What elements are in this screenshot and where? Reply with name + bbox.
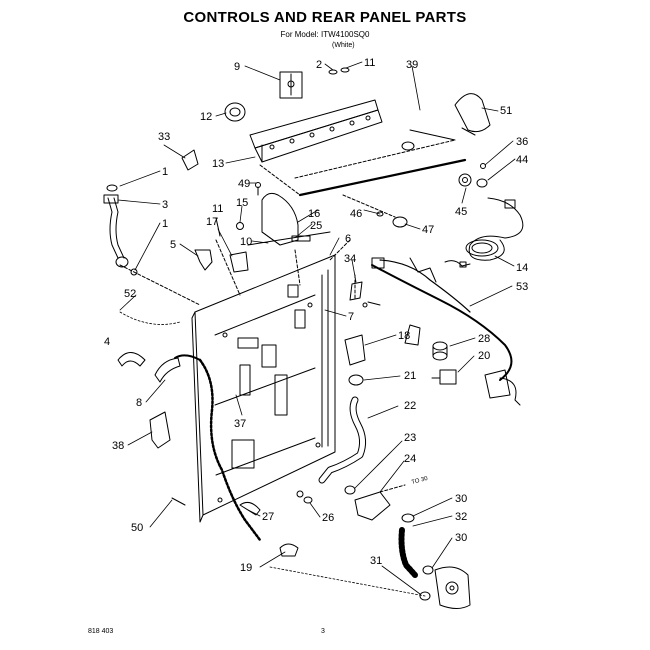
- callout-31: 31: [370, 555, 382, 567]
- clip-part: [194, 249, 213, 271]
- callout-45: 45: [455, 206, 467, 218]
- callout-16: 16: [308, 208, 320, 220]
- callout-1b: 1: [162, 218, 168, 230]
- screw-part: [171, 497, 186, 506]
- page-title: CONTROLS AND REAR PANEL PARTS: [183, 9, 467, 26]
- hose-fitting-part: [279, 543, 299, 557]
- water-hose-part: [198, 358, 262, 542]
- washer-part: [303, 496, 313, 504]
- callout-38: 38: [112, 440, 124, 452]
- callout-19: 19: [240, 562, 252, 574]
- bracket-part: [149, 411, 171, 449]
- clip-part: [181, 149, 199, 171]
- callout-49: 49: [238, 178, 250, 190]
- callout-28: 28: [478, 333, 490, 345]
- callout-1: 1: [162, 166, 168, 178]
- screw-part: [296, 490, 304, 498]
- callout-46: 46: [350, 208, 362, 220]
- callout-30b: 30: [455, 532, 467, 544]
- callout-33: 33: [158, 131, 170, 143]
- screw-part: [480, 163, 486, 169]
- pump-part: [431, 369, 457, 385]
- wire-harness-part: [371, 257, 521, 406]
- callout-22: 22: [404, 400, 416, 412]
- power-cord-part: [465, 197, 524, 261]
- capacitor-part: [432, 341, 448, 361]
- callout-37: 37: [234, 418, 246, 430]
- callout-20: 20: [478, 350, 490, 362]
- inlet-hose-part: [103, 184, 138, 276]
- clip-part: [117, 352, 146, 367]
- hose-end-part: [154, 357, 181, 383]
- bracket-part: [354, 491, 391, 521]
- callout-52: 52: [124, 288, 136, 300]
- callout-23: 23: [404, 432, 416, 444]
- callout-10: 10: [240, 236, 252, 248]
- knob-part: [224, 102, 246, 122]
- callout-39: 39: [406, 59, 418, 71]
- callout-4: 4: [104, 336, 110, 348]
- callout-30: 30: [455, 493, 467, 505]
- callout-11b: 11: [212, 203, 223, 215]
- clamp-part: [476, 178, 488, 188]
- bracket-part: [279, 71, 303, 99]
- bracket-part: [349, 281, 381, 308]
- washer-part: [401, 513, 415, 523]
- clamp-part: [422, 565, 434, 575]
- callout-11: 11: [364, 57, 375, 69]
- switch-part: [344, 334, 366, 366]
- callout-8: 8: [136, 397, 142, 409]
- clamp-part: [348, 374, 364, 386]
- callout-27: 27: [262, 511, 274, 523]
- color-line: (White): [332, 42, 355, 49]
- clamp-part: [419, 591, 431, 601]
- callout-17: 17: [206, 216, 218, 228]
- callout-12: 12: [200, 111, 212, 123]
- callout-53: 53: [516, 281, 528, 293]
- callout-47: 47: [422, 224, 434, 236]
- grommet-part: [458, 173, 472, 187]
- timer-part: [261, 192, 299, 246]
- hose-bracket-part: [454, 93, 491, 136]
- callout-18: 18: [398, 330, 410, 342]
- model-line: For Model: ITW4100SQ0: [280, 30, 370, 39]
- callout-7: 7: [348, 311, 354, 323]
- callout-9: 9: [234, 61, 240, 73]
- callout-51: 51: [500, 105, 512, 117]
- callout-44: 44: [516, 154, 528, 166]
- callout-24: 24: [404, 453, 416, 465]
- pump-housing-part: [434, 566, 471, 609]
- callout-15: 15: [236, 197, 248, 209]
- callout-5: 5: [170, 239, 176, 251]
- callout-note-to-30: TO 30: [411, 476, 429, 486]
- switch-part: [342, 194, 408, 228]
- callout-3: 3: [162, 199, 168, 211]
- page-number: 3: [321, 628, 325, 635]
- callout-6: 6: [345, 233, 351, 245]
- control-console-part: [249, 99, 383, 163]
- callout-21: 21: [404, 370, 416, 382]
- callout-13: 13: [212, 158, 224, 170]
- callout-2: 2: [316, 59, 322, 71]
- top-rod-part: [259, 129, 467, 197]
- rear-panel-part: [191, 254, 336, 523]
- callout-32: 32: [455, 511, 467, 523]
- bracket-part: [247, 231, 331, 246]
- callout-50: 50: [131, 522, 143, 534]
- callout-25: 25: [310, 220, 322, 232]
- callout-14: 14: [516, 262, 528, 274]
- pump-hose-part: [398, 527, 418, 578]
- footer-code: 818 403: [88, 628, 114, 635]
- clamp-part: [239, 501, 261, 516]
- callout-34: 34: [344, 253, 356, 265]
- callout-36: 36: [516, 136, 528, 148]
- clamp-part: [344, 485, 356, 495]
- callout-26: 26: [322, 512, 334, 524]
